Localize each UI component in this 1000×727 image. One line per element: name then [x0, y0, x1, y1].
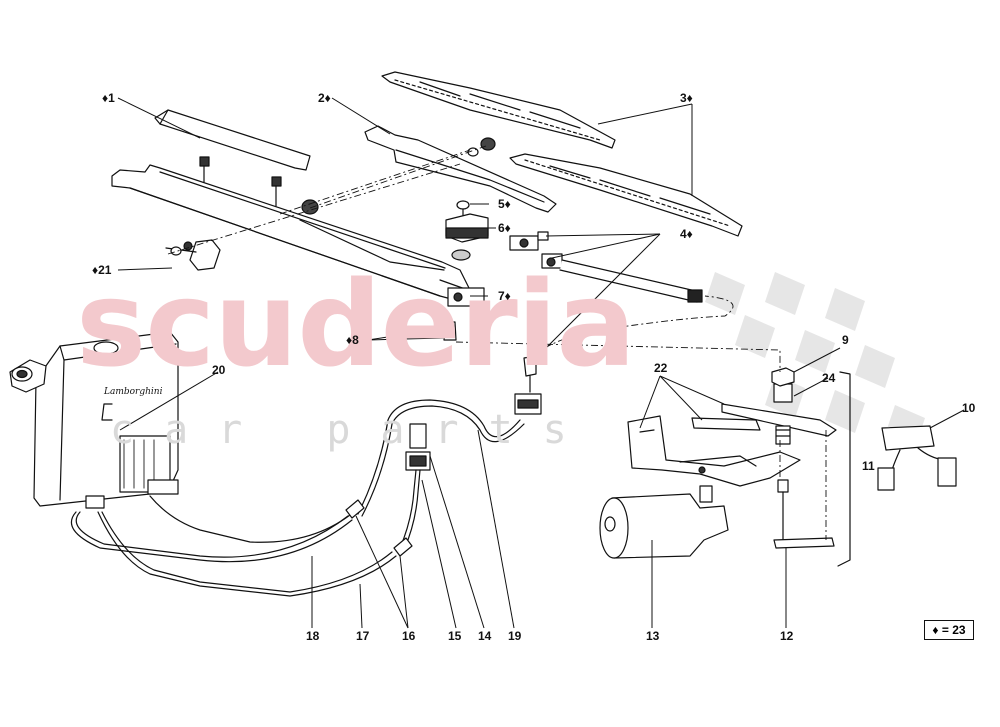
block-6 — [445, 213, 489, 243]
part-label-17: 17 — [356, 629, 370, 643]
part-label-19: 19 — [508, 629, 522, 643]
main-wiper-arm — [111, 164, 485, 307]
part-label-7: 7♦ — [498, 289, 511, 303]
part-label-16: 16 — [402, 629, 416, 643]
washer-nozzle-upper — [509, 231, 549, 251]
legend-box: ♦ = 23 — [924, 620, 974, 640]
washer-fluid-tank — [9, 331, 179, 509]
tank-brand-badge: Lamborghini — [104, 387, 163, 397]
motor-bracket-frame — [627, 415, 801, 487]
watermark-subtitle: car parts — [110, 407, 597, 453]
screw-5 — [456, 200, 470, 219]
bracket-line-11 — [837, 371, 851, 567]
part-label-9: 9 — [842, 333, 849, 347]
crank-arm-12 — [773, 479, 835, 549]
screw-b — [271, 176, 282, 207]
watermark-brand: scuderia — [76, 255, 636, 393]
part-label-11: 11 — [862, 459, 875, 473]
nut — [451, 249, 471, 261]
part-label-14: 14 — [478, 629, 492, 643]
part-label-8: ♦8 — [346, 333, 359, 347]
part-label-20: 20 — [212, 363, 226, 377]
hose-fitting-14 — [405, 423, 431, 471]
wiper-mount-plate — [364, 125, 557, 213]
part-label-4: 4♦ — [680, 227, 693, 241]
leader-lines — [117, 97, 965, 629]
alignment-lines — [167, 145, 827, 540]
screw-cap-8 — [417, 321, 457, 341]
washer-nozzle-lower — [541, 253, 703, 303]
bracket-21 — [165, 239, 221, 271]
hose-connector-top — [514, 355, 542, 415]
part-label-10: 10 — [962, 401, 976, 415]
part-label-1: ♦1 — [102, 91, 115, 105]
washer-hoses — [70, 399, 525, 597]
wiper-motor — [599, 485, 729, 559]
wiper-arm-cover — [154, 109, 311, 171]
nut-9 — [771, 367, 795, 387]
part-label-24: 24 — [822, 371, 836, 385]
part-label-13: 13 — [646, 629, 660, 643]
electrical-connector-10 — [877, 425, 957, 491]
wiper-blade-lower — [509, 153, 743, 237]
part-label-3: 3♦ — [680, 91, 693, 105]
part-label-6: 6♦ — [498, 221, 511, 235]
part-label-21: ♦21 — [92, 263, 112, 277]
screw-a — [199, 156, 210, 183]
part-label-15: 15 — [448, 629, 462, 643]
grommet — [301, 199, 319, 215]
part-label-12: 12 — [780, 629, 794, 643]
inline-connector-a — [345, 499, 365, 519]
wiper-blade-upper — [381, 71, 616, 149]
part-label-2: 2♦ — [318, 91, 331, 105]
inline-connector-b — [393, 537, 413, 557]
part-label-18: 18 — [306, 629, 320, 643]
plate-nuts — [467, 137, 496, 157]
part-label-5: 5♦ — [498, 197, 511, 211]
part-label-22: 22 — [654, 361, 668, 375]
crank-link-24 — [721, 383, 837, 445]
